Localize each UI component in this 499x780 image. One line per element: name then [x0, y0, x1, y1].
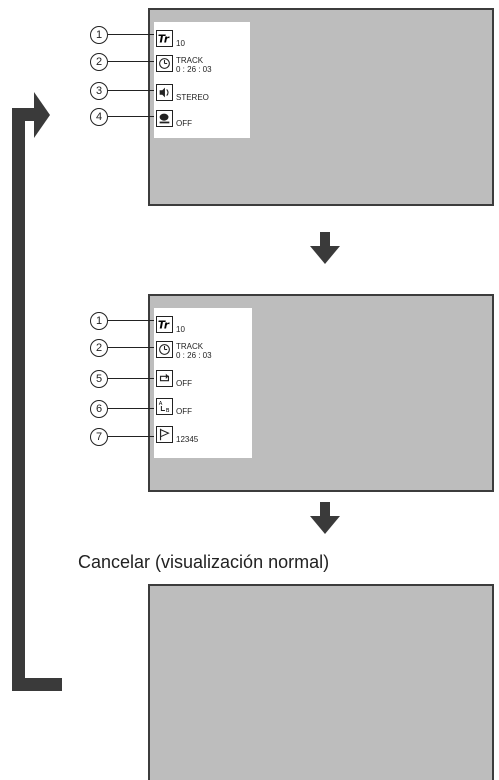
- screen-2: Tr 10 TRACK 0 : 26 : 03 OFF A B: [148, 294, 494, 492]
- osd-panel-2: Tr 10 TRACK 0 : 26 : 03 OFF A B: [154, 308, 252, 458]
- clock-icon: [156, 55, 173, 72]
- down-arrow-icon: [310, 232, 340, 264]
- svg-text:B: B: [166, 408, 170, 414]
- cancel-caption: Cancelar (visualización normal): [78, 552, 330, 572]
- marker-value: 12345: [176, 435, 199, 444]
- loop-line-vertical: [12, 108, 25, 691]
- ab-repeat-icon: A B: [156, 398, 173, 415]
- title-icon: Tr: [156, 30, 173, 47]
- speaker-icon: [156, 84, 173, 101]
- time-value: 0 : 26 : 03: [176, 65, 212, 74]
- loop-arrowhead-icon: [34, 92, 50, 138]
- loop-line-top: [12, 108, 38, 121]
- screen-1: Tr 10 TRACK 0 : 26 : 03 STEREO OFF: [148, 8, 494, 206]
- title-value: 10: [176, 325, 185, 334]
- osd-panel-1: Tr 10 TRACK 0 : 26 : 03 STEREO OFF: [154, 22, 250, 138]
- time-value: 0 : 26 : 03: [176, 351, 212, 360]
- audio-value: STEREO: [176, 93, 209, 102]
- svg-text:A: A: [159, 401, 163, 407]
- subtitle-value: OFF: [176, 119, 192, 128]
- track-label: TRACK: [176, 342, 204, 351]
- title-icon: Tr: [156, 316, 173, 333]
- title-value: 10: [176, 39, 185, 48]
- repeat-value: OFF: [176, 379, 192, 388]
- repeat-icon: [156, 370, 173, 387]
- svg-text:Tr: Tr: [158, 319, 170, 331]
- subtitle-icon: [156, 110, 173, 127]
- track-label: TRACK: [176, 56, 204, 65]
- svg-text:Tr: Tr: [158, 33, 170, 45]
- screen-3: [148, 584, 494, 780]
- down-arrow-icon: [310, 502, 340, 534]
- marker-icon: [156, 426, 173, 443]
- ab-repeat-value: OFF: [176, 407, 192, 416]
- clock-icon: [156, 341, 173, 358]
